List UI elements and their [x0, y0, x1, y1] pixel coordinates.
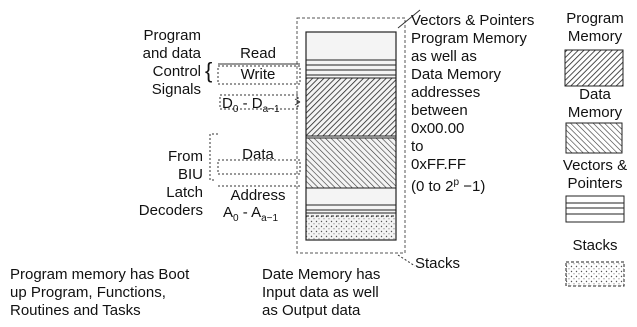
data-memory-block [305, 137, 397, 189]
data-memory-note: Date Memory has Input data as well as Ou… [262, 266, 381, 319]
address-bus-label: A0 - Aa−1 [223, 204, 279, 224]
legend-program-label: Program Memory [566, 10, 624, 45]
address-label: Address [230, 187, 286, 204]
read-label: Read [240, 45, 276, 62]
legend-data-swatch [565, 122, 623, 154]
data-arrow [217, 159, 301, 175]
stacks-block [305, 215, 397, 241]
write-arrow [217, 65, 301, 85]
signals-brace: { [205, 58, 213, 83]
data-bus-arrow [219, 94, 299, 110]
stacks-label: Stacks [415, 255, 461, 272]
write-label: Write [240, 66, 276, 83]
memory-column-outline [296, 17, 406, 254]
address-range-note: Vectors & Pointers Program Memory as wel… [411, 12, 535, 195]
program-memory-note: Program memory has Boot up Program, Func… [10, 266, 190, 319]
legend-data-label: Data Memory [567, 86, 623, 121]
program-memory-block [305, 77, 397, 137]
signals-label: Program and data Control Signals [142, 27, 201, 98]
biu-label: From BIU Latch Decoders [138, 148, 203, 219]
legend-vectors-label: Vectors & Pointers [562, 157, 628, 192]
data-bus-label: D0 - Da−1 [222, 95, 280, 115]
legend-stacks-label: Stacks [572, 237, 618, 254]
legend-program-swatch [564, 49, 624, 87]
legend-vectors-swatch [565, 195, 625, 223]
data-label: Data [242, 146, 274, 163]
legend-stacks-swatch [565, 261, 625, 287]
